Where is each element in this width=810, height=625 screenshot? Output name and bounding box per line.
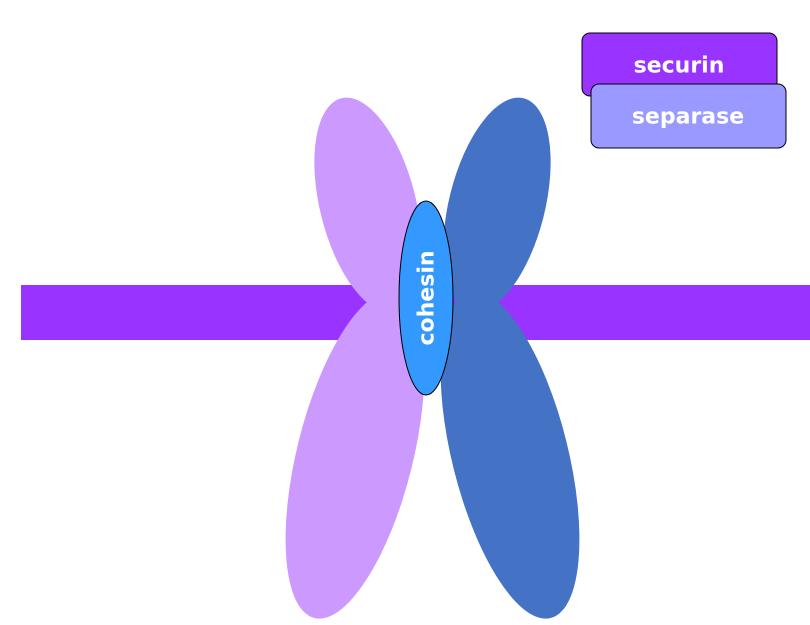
left-sister-chromatid	[285, 97, 425, 619]
cohesin-ellipse	[398, 200, 454, 396]
securin-box: securin	[581, 32, 778, 97]
right-sister-chromatid	[440, 97, 580, 619]
right-chromatid-lower-arm	[440, 291, 580, 619]
separase-label: separase	[632, 105, 744, 130]
securin-label: securin	[634, 54, 725, 79]
cohesin: cohesin	[398, 200, 454, 396]
left-chromatid-lower-arm	[285, 291, 425, 619]
separase-box: separase	[590, 83, 787, 149]
left-chromatid-upper-arm	[314, 97, 422, 313]
right-chromatid-upper-arm	[443, 97, 551, 313]
separase-rect	[590, 83, 787, 149]
cohesin-label: cohesin	[415, 250, 440, 345]
